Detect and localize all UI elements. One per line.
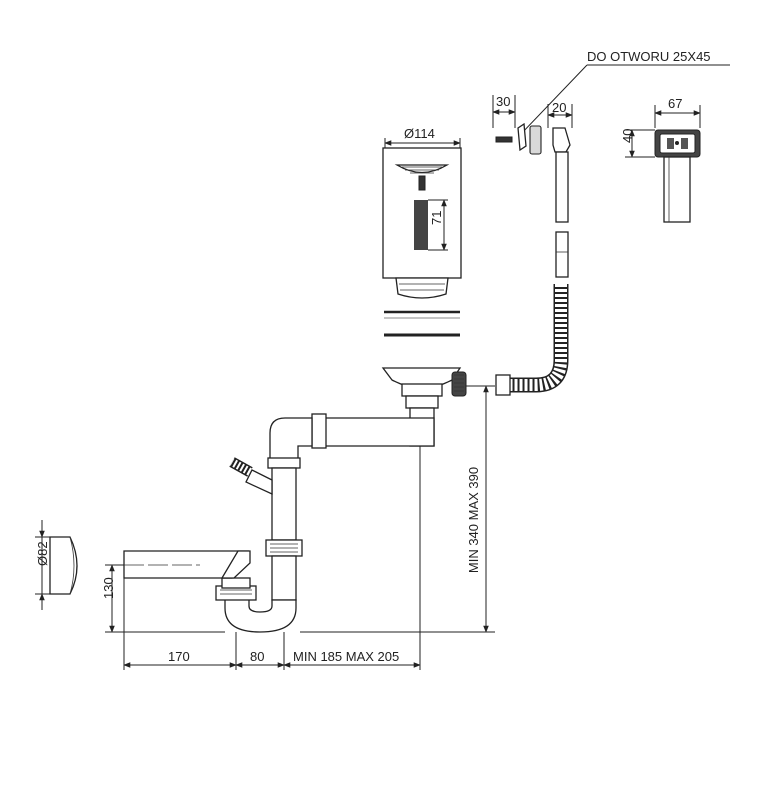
hole-size-label: DO OTWORU 25X45 [587,49,711,64]
hose-connector-icon [495,374,511,396]
dim-depth-range: MIN 185 MAX 205 [293,649,399,664]
dimension-lines: MIN 340 MAX 390 130 170 80 MIN 185 MAX 2… [101,385,495,670]
dishwasher-connector [229,457,273,496]
overflow-screw-and-cap: 30 [492,94,542,155]
overflow-top-view: 67 40 [620,96,701,223]
screw-icon [495,136,513,143]
drain-pipe-assembly [123,413,435,633]
dim-20: 20 [552,100,566,115]
dim-71: 71 [429,211,444,225]
dim-30: 30 [496,94,510,109]
overflow-body-icon [663,156,691,223]
dim-80: 80 [250,649,264,664]
overflow-cap-icon [529,125,542,155]
overflow-head-icon [552,127,571,153]
dim-170: 170 [168,649,190,664]
dim-height-range: MIN 340 MAX 390 [466,467,481,573]
overflow-tube-icon [555,151,569,223]
dim-67: 67 [668,96,682,111]
dim-diameter-114: Ø114 [404,126,435,141]
strainer-basket: Ø114 71 [382,126,462,299]
dim-40: 40 [620,129,635,143]
wall-socket-icon [49,536,78,595]
wall-socket: Ø82 [35,520,78,610]
dim-130: 130 [101,577,116,599]
overflow-pipe: 20 [495,100,573,396]
overflow-gasket-icon [517,122,527,152]
overflow-tube-lower-icon [555,231,569,278]
dim-diameter-82: Ø82 [35,541,50,566]
overflow-hole-callout: DO OTWORU 25X45 [519,49,730,136]
sink-gaskets [384,310,460,337]
